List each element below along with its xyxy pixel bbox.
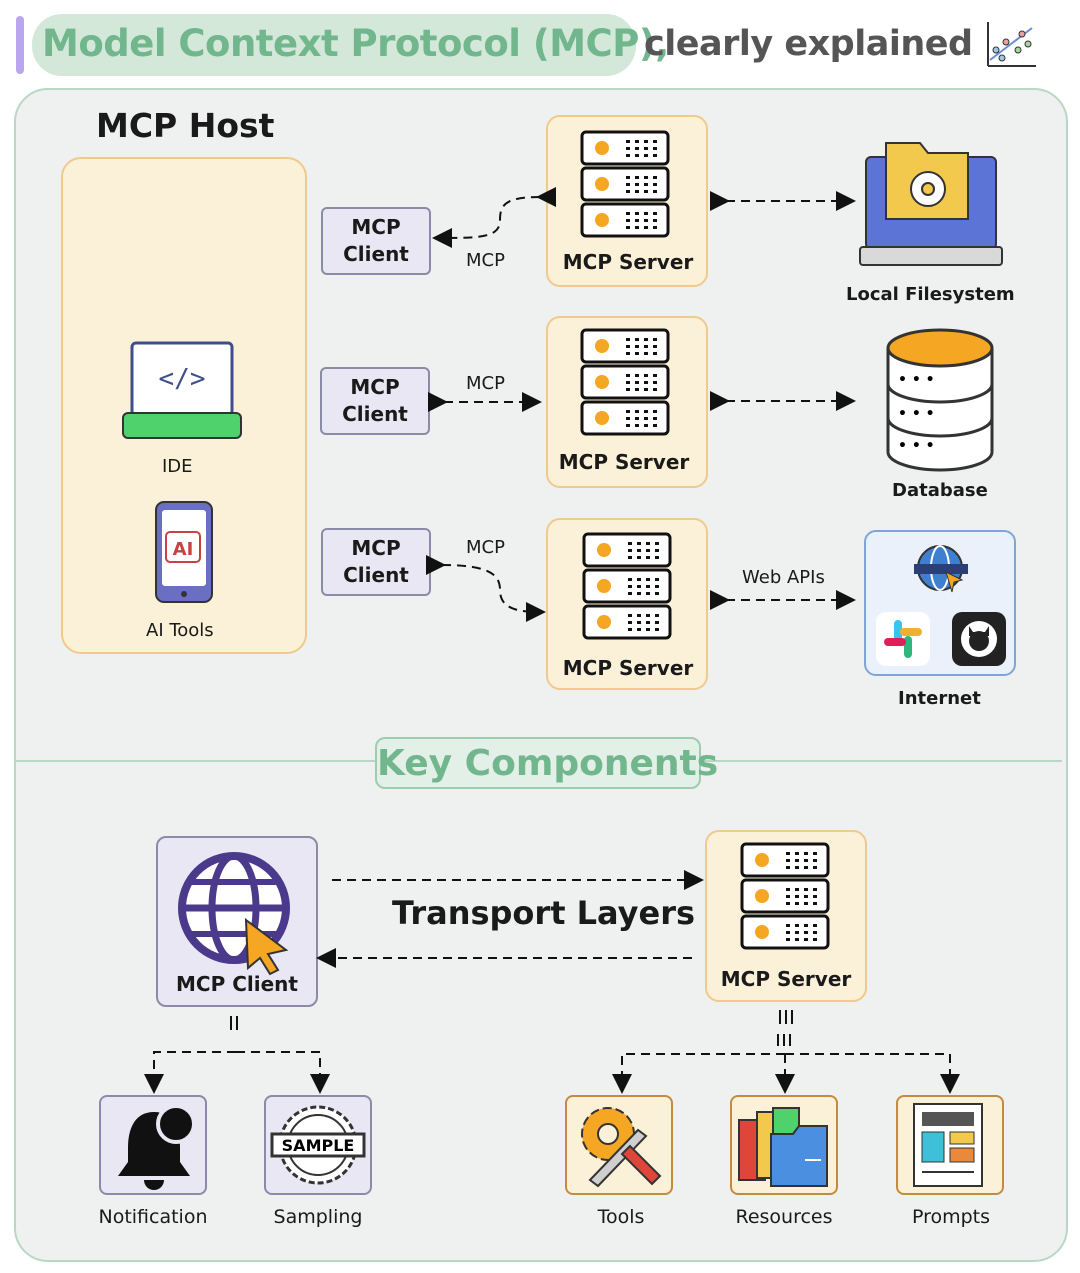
client-2-line1: MCP [350, 375, 400, 399]
svg-text:• • •: • • • [898, 438, 935, 454]
server-1-label: MCP Server [562, 250, 694, 274]
link-client3-server3 [425, 554, 546, 622]
web-apis-label: Web APIs [742, 567, 825, 588]
database-label: Database [892, 480, 988, 501]
prompt-template-icon [913, 1103, 983, 1187]
server-rack-icon [582, 532, 672, 640]
kc-client-label: MCP Client [176, 972, 298, 996]
stamp-text: SAMPLE [282, 1136, 355, 1155]
mcp-client-1[interactable]: MCP Client [321, 207, 431, 275]
laptop-folder-icon [859, 142, 1003, 266]
globe-api-icon [914, 545, 968, 593]
globe-cursor-icon [178, 852, 290, 976]
database-icon: • • • • • • • • • [886, 328, 994, 472]
ai-badge-text: AI [173, 539, 194, 560]
sampling-label: Sampling [273, 1206, 363, 1228]
server-rack-icon [580, 328, 670, 436]
page-subtitle: clearly explained [644, 24, 973, 64]
client-1-line1: MCP [351, 215, 401, 239]
server-2-label: MCP Server [558, 450, 690, 474]
mcp-client-3[interactable]: MCP Client [321, 528, 431, 596]
protocol-label-3: MCP [466, 537, 505, 558]
client-1-line2: Client [343, 242, 409, 266]
key-components-title: Key Components [375, 737, 718, 789]
branch-notification [144, 1051, 236, 1094]
github-icon [952, 612, 1006, 666]
filesystem-label: Local Filesystem [846, 284, 1015, 305]
notification-label: Notification [98, 1206, 208, 1228]
slack-icon [876, 612, 930, 666]
bell-icon [118, 1104, 196, 1190]
client-2-line2: Client [342, 402, 408, 426]
title-highlight [32, 14, 636, 76]
tools-label: Tools [597, 1206, 645, 1228]
mcp-client-2[interactable]: MCP Client [320, 367, 430, 435]
branch-sampling [236, 1051, 330, 1094]
server-rack-icon [580, 130, 670, 238]
link-client1-server1 [432, 186, 557, 248]
server-3-label: MCP Server [562, 656, 694, 680]
protocol-label-2: MCP [466, 373, 505, 394]
branch-tools [612, 1053, 785, 1094]
ide-label: IDE [162, 456, 193, 477]
ai-tools-label: AI Tools [146, 620, 214, 641]
code-laptop-icon: </> [122, 341, 242, 439]
svg-text:• • •: • • • [898, 406, 935, 422]
title-accent-bar [16, 16, 24, 74]
client-3-line2: Client [343, 563, 409, 587]
transport-layers-label: Transport Layers [392, 894, 696, 932]
tools-icon [581, 1107, 662, 1188]
protocol-label-1: MCP [466, 250, 505, 271]
resources-label: Resources [735, 1206, 833, 1228]
phone-ai-icon: AI [155, 501, 213, 603]
ide-code-glyph: </> [159, 364, 206, 394]
chart-logo-icon [987, 22, 1036, 67]
branch-prompts [785, 1053, 960, 1094]
prompts-label: Prompts [911, 1206, 991, 1228]
kc-server-label: MCP Server [720, 967, 852, 991]
internet-label: Internet [898, 688, 981, 709]
page-title: Model Context Protocol (MCP), [42, 22, 669, 65]
server-rack-icon [740, 842, 830, 950]
sample-stamp-icon: SAMPLE [270, 1105, 366, 1185]
svg-text:• • •: • • • [898, 372, 935, 388]
folders-icon [738, 1107, 828, 1187]
host-label: MCP Host [96, 106, 275, 145]
client-3-line1: MCP [351, 536, 401, 560]
